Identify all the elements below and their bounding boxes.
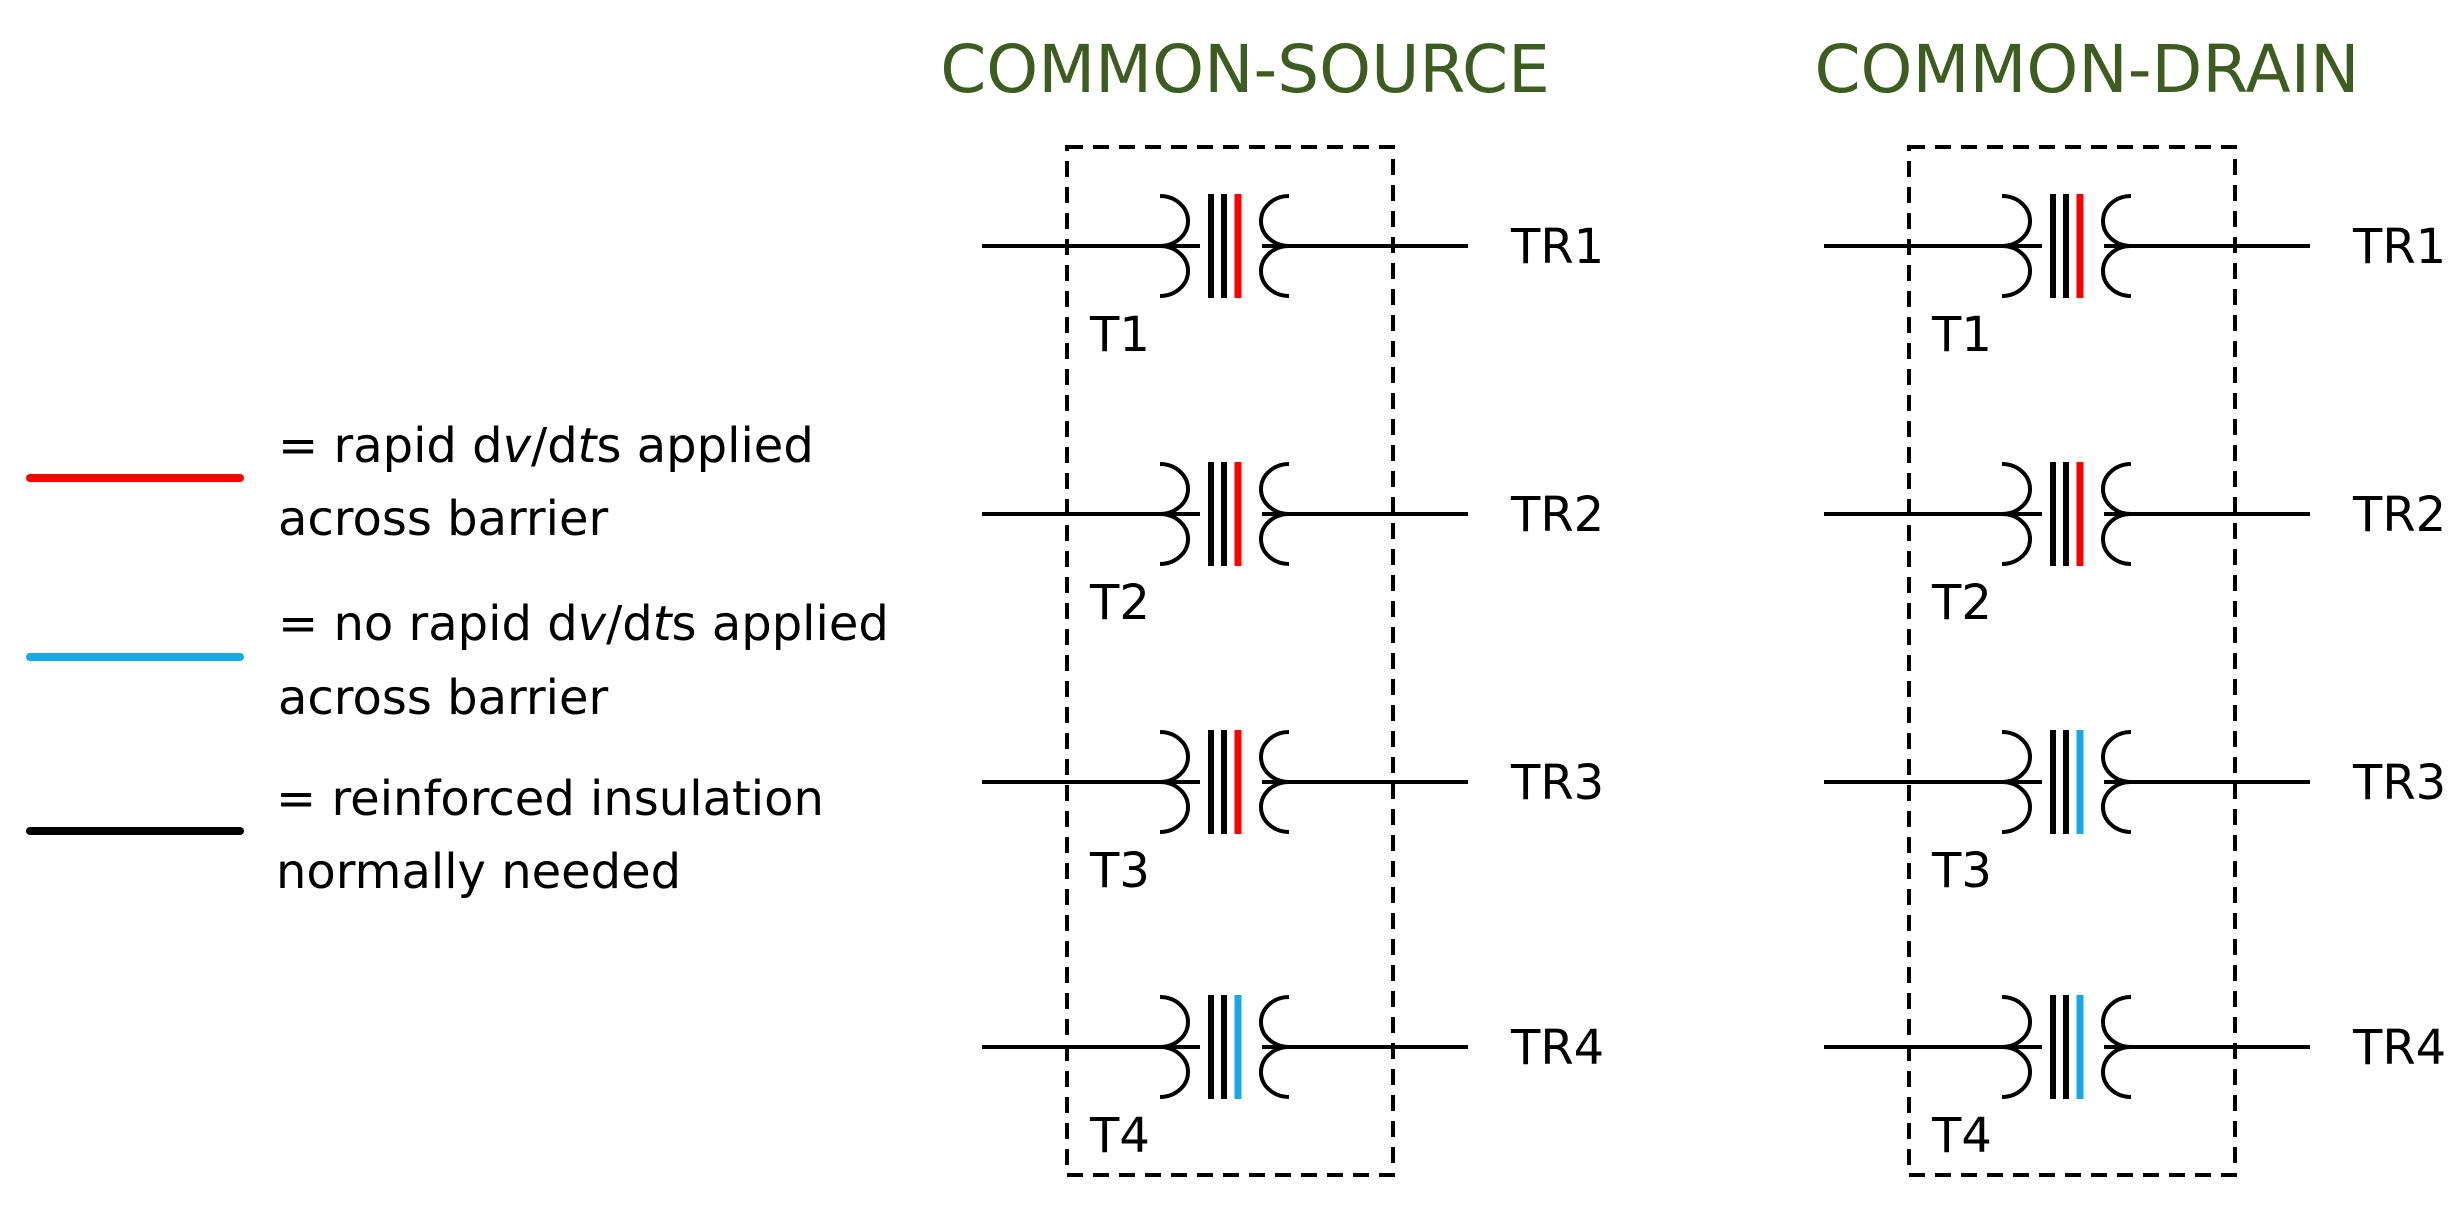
transformer-label: TR1 <box>2352 219 2446 275</box>
transistor-label: T2 <box>1931 575 1992 631</box>
primary-winding <box>1159 462 1190 566</box>
transformer-label: TR2 <box>1510 487 1604 543</box>
legend-red-line1: = rapid dv/dts applied <box>278 418 814 474</box>
panel-title: COMMON-SOURCE <box>940 31 1550 108</box>
transformer-label: TR4 <box>1510 1020 1604 1076</box>
primary-winding <box>1159 194 1190 298</box>
legend-item-black: = reinforced insulation normally needed <box>26 771 824 900</box>
transformer-label: TR3 <box>2352 755 2446 811</box>
legend-red-line2: across barrier <box>278 491 609 547</box>
transistor-label: T1 <box>1931 307 1992 363</box>
transformer-row: T4 TR4 <box>982 995 1604 1164</box>
legend: = rapid dv/dts applied across barrier = … <box>26 418 889 900</box>
primary-winding <box>2001 730 2032 834</box>
panels: COMMON-SOURCET1TR1T2TR2T3TR3T4TR4COMMON-… <box>940 31 2446 1177</box>
legend-black-line1: = reinforced insulation <box>276 771 824 827</box>
primary-winding <box>1159 995 1190 1099</box>
transistor-label: T3 <box>1089 843 1150 899</box>
legend-blue-line1: = no rapid dv/dts applied <box>278 596 889 652</box>
transformer-row: T2 TR2 <box>1824 462 2446 631</box>
legend-item-red: = rapid dv/dts applied across barrier <box>26 418 814 547</box>
isolation-box <box>1065 145 1395 1177</box>
transformer-label: TR1 <box>1510 219 1604 275</box>
transistor-label: T2 <box>1089 575 1150 631</box>
legend-blue-line2: across barrier <box>278 670 609 726</box>
legend-black-line2: normally needed <box>276 844 681 900</box>
transistor-label: T4 <box>1931 1108 1992 1164</box>
primary-winding <box>2001 995 2032 1099</box>
primary-winding <box>2001 194 2032 298</box>
transistor-label: T3 <box>1931 843 1992 899</box>
transistor-label: T4 <box>1089 1108 1150 1164</box>
primary-winding <box>1159 730 1190 834</box>
transformer-row: T4 TR4 <box>1824 995 2446 1164</box>
transformer-row: T3 TR3 <box>1824 730 2446 899</box>
transformer-label: TR4 <box>2352 1020 2446 1076</box>
panel-title: COMMON-DRAIN <box>1814 31 2359 108</box>
legend-item-blue: = no rapid dv/dts applied across barrier <box>26 596 889 726</box>
transformer-label: TR2 <box>2352 487 2446 543</box>
transformer-label: TR3 <box>1510 755 1604 811</box>
transformer-row: T2 TR2 <box>982 462 1604 631</box>
isolation-box <box>1907 145 2237 1177</box>
transformer-row: T1 TR1 <box>982 194 1604 363</box>
transistor-label: T1 <box>1089 307 1150 363</box>
transformer-row: T1 TR1 <box>1824 194 2446 363</box>
primary-winding <box>2001 462 2032 566</box>
transformer-row: T3 TR3 <box>982 730 1604 899</box>
